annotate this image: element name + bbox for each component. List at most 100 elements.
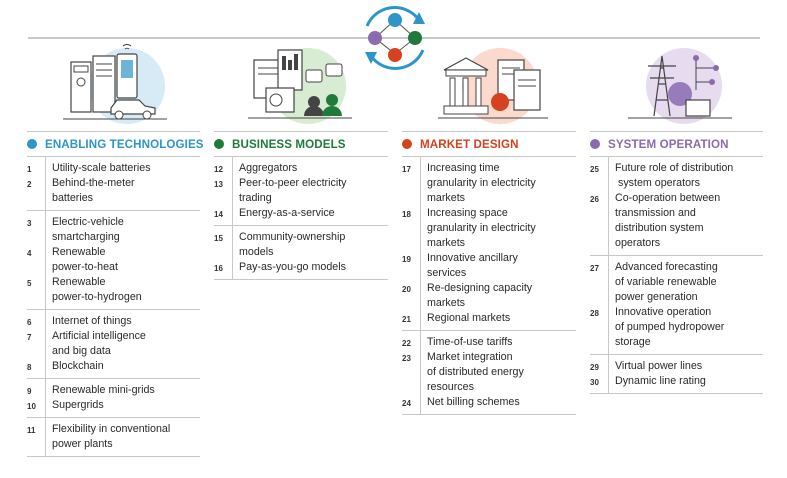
category-dot-icon xyxy=(590,139,600,149)
list-item: 3 Electric-vehicle smartcharging xyxy=(27,215,200,245)
item-text-line: Utility-scale batteries xyxy=(52,162,151,174)
enabling-technologies-illustration xyxy=(63,44,167,124)
item-number: 3 xyxy=(27,219,32,228)
item-number: 14 xyxy=(214,210,223,219)
list-item: 12 Aggregators xyxy=(214,161,388,176)
list-item: 22 Time-of-use tariffs xyxy=(402,335,576,350)
item-text-line: power-to-heat xyxy=(52,261,118,273)
item-text-line: markets xyxy=(427,237,466,249)
item-text-line: power generation xyxy=(615,291,698,303)
item-text-line: models xyxy=(239,246,274,258)
category-dot-icon xyxy=(27,139,37,149)
item-text-line: of pumped hydropower xyxy=(615,321,725,333)
item-number: 28 xyxy=(590,309,599,318)
item-number: 25 xyxy=(590,165,599,174)
item-text-line: Dynamic line rating xyxy=(615,375,706,387)
item-text-line: Renewable mini-grids xyxy=(52,384,155,396)
item-text-line: Net billing schemes xyxy=(427,396,520,408)
list-item: 2 Behind-the-meter batteries xyxy=(27,176,200,206)
item-text-line: of distributed energy xyxy=(427,366,524,378)
item-number: 24 xyxy=(402,399,411,408)
item-number: 2 xyxy=(27,180,32,189)
item-number: 10 xyxy=(27,402,36,411)
top-divider xyxy=(28,37,760,39)
item-text-line: Advanced forecasting xyxy=(615,261,718,273)
item-text-line: Peer-to-peer electricity xyxy=(239,177,347,189)
column-title-text: ENABLING TECHNOLOGIES xyxy=(45,137,204,151)
system-operation-illustration xyxy=(628,48,732,124)
item-text-line: Pay-as-you-go models xyxy=(239,261,346,273)
item-text-line: Innovative operation xyxy=(615,306,712,318)
item-text-line: storage xyxy=(615,336,651,348)
item-text-line: power-to-hydrogen xyxy=(52,291,142,303)
item-number: 15 xyxy=(214,234,223,243)
item-text-line: batteries xyxy=(52,192,93,204)
item-number: 8 xyxy=(27,363,32,372)
item-text-line: markets xyxy=(427,192,466,204)
item-number: 26 xyxy=(590,195,599,204)
list-item: 15 Community-ownership models xyxy=(214,230,388,260)
column-title: ENABLING TECHNOLOGIES xyxy=(27,131,204,157)
item-text-line: Blockchain xyxy=(52,360,104,372)
item-text-line: granularity in electricity xyxy=(427,177,536,189)
item-text-line: Aggregators xyxy=(239,162,298,174)
item-text-line: Renewable xyxy=(52,246,106,258)
item-group: 11 Flexibility in conventional power plant… xyxy=(27,418,200,457)
item-text-line: Re-designing capacity xyxy=(427,282,533,294)
item-text-line: Artificial intelligence xyxy=(52,330,146,342)
list-item: 28 Innovative operation of pumped hydropow… xyxy=(590,305,763,350)
column-title-text: MARKET DESIGN xyxy=(420,137,519,151)
item-text-line: Flexibility in conventional xyxy=(52,423,171,435)
item-text-line: power plants xyxy=(52,438,113,450)
list-item: 7 Artificial intelligence and big data xyxy=(27,329,200,359)
item-text-line: transmission and xyxy=(615,207,696,219)
item-number: 18 xyxy=(402,210,411,219)
item-text-line: and big data xyxy=(52,345,111,357)
item-text-line: Future role of distribution xyxy=(615,162,734,174)
item-number: 27 xyxy=(590,264,599,273)
list-item: 24 Net billing schemes xyxy=(402,395,576,410)
item-text-line: smartcharging xyxy=(52,231,120,243)
item-number: 17 xyxy=(402,165,411,174)
item-number: 7 xyxy=(27,333,32,342)
column-title: MARKET DESIGN xyxy=(402,131,576,157)
item-text-line: Virtual power lines xyxy=(615,360,703,372)
list-item: 11 Flexibility in conventional power plant… xyxy=(27,422,200,452)
column-title: BUSINESS MODELS xyxy=(214,131,388,157)
item-text-line: operators xyxy=(615,237,661,249)
item-text-line: Co-operation between xyxy=(615,192,721,204)
item-text-line: Time-of-use tariffs xyxy=(427,336,513,348)
category-dot-icon xyxy=(402,139,412,149)
item-text-line: Electric-vehicle xyxy=(52,216,124,228)
item-number: 22 xyxy=(402,339,411,348)
item-text-line: Behind-the-meter xyxy=(52,177,135,189)
item-number: 19 xyxy=(402,255,411,264)
item-number: 11 xyxy=(27,426,36,435)
item-number: 9 xyxy=(27,387,32,396)
item-number: 12 xyxy=(214,165,223,174)
item-number: 23 xyxy=(402,354,411,363)
item-text-line: Community-ownership xyxy=(239,231,346,243)
item-text-line: of variable renewable xyxy=(615,276,717,288)
